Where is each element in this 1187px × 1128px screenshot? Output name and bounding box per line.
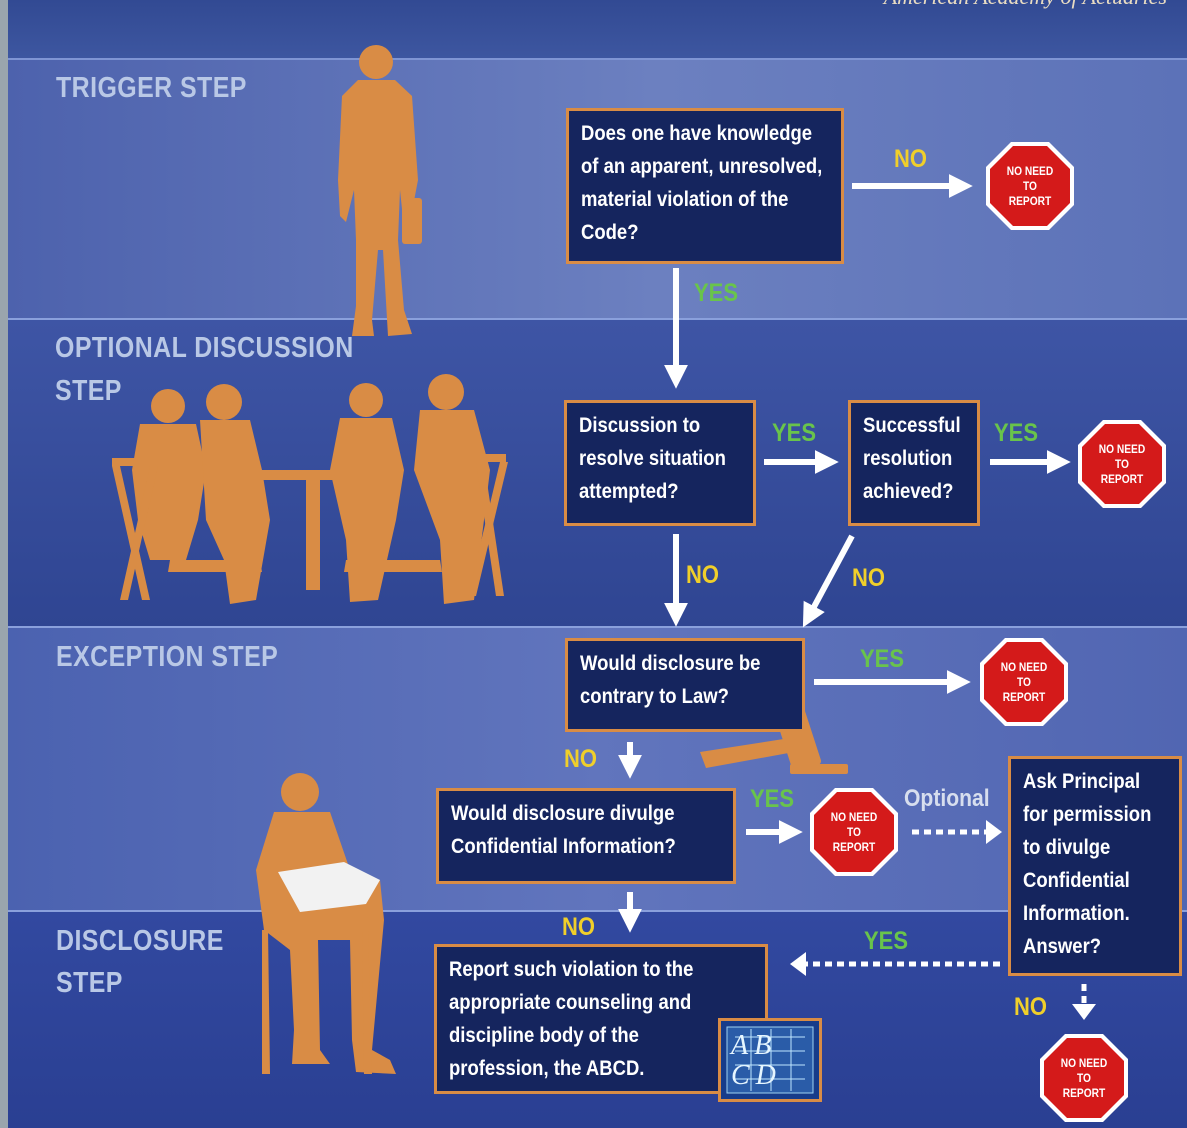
label-no-discussion: NO — [686, 561, 719, 589]
abcd-logo-graphic — [726, 1026, 814, 1094]
label-yes-law: YES — [860, 645, 905, 673]
law-question-box: Would disclosure be contrary to Law? — [565, 638, 805, 732]
report-action-text: Report such violation to the appropriate… — [449, 958, 694, 1080]
confidential-question-text: Would disclosure divulge Confidential In… — [451, 802, 676, 858]
label-no-permission: NO — [1014, 993, 1047, 1021]
discussion-question-box: Discussion to resolve situation attempte… — [564, 400, 756, 526]
label-no-knowledge: NO — [894, 145, 927, 173]
step-label-disclosure-line1: DISCLOSURE — [56, 925, 224, 957]
step-label-optional-line1: OPTIONAL DISCUSSION — [55, 332, 354, 364]
label-optional: Optional — [904, 785, 990, 812]
label-yes-discussion: YES — [772, 419, 817, 447]
stop-sign-icon — [980, 638, 1068, 726]
label-yes-resolution: YES — [994, 419, 1039, 447]
discussion-question-text: Discussion to resolve situation attempte… — [579, 414, 726, 503]
label-no-law: NO — [564, 745, 597, 773]
meeting-group-silhouette — [112, 374, 508, 604]
permission-question-text: Ask Principal for permission to divulge … — [1023, 770, 1152, 958]
stop-sign-4: NO NEED TO REPORT — [808, 786, 900, 878]
label-yes-permission: YES — [864, 927, 909, 955]
step-label-optional-line2: STEP — [55, 375, 122, 407]
label-yes-confidential: YES — [750, 785, 795, 813]
resolution-question-box: Successful resolution achieved? — [848, 400, 980, 526]
stop-sign-1: NO NEED TO REPORT — [984, 140, 1076, 232]
confidential-question-box: Would disclosure divulge Confidential In… — [436, 788, 736, 884]
stop-sign-text: NO NEED TO REPORT — [830, 810, 878, 854]
step-label-exception: EXCEPTION STEP — [56, 641, 279, 673]
stop-sign-text: NO NEED TO REPORT — [1006, 164, 1054, 208]
resolution-question-text: Successful resolution achieved? — [863, 414, 961, 503]
label-no-resolution: NO — [852, 564, 885, 592]
arrow-resolution-no — [802, 534, 855, 628]
stop-sign-text: NO NEED TO REPORT — [1060, 1056, 1108, 1100]
stop-sign-text: NO NEED TO REPORT — [1098, 442, 1146, 486]
stop-sign-icon — [986, 142, 1074, 230]
stop-sign-2: NO NEED TO REPORT — [1076, 418, 1168, 510]
knowledge-question-text: Does one have knowledge of an apparent, … — [581, 122, 823, 244]
header-strip — [8, 0, 1187, 58]
stop-sign-icon — [1078, 420, 1166, 508]
org-name: American Academy of Actuaries — [884, 0, 1167, 10]
step-label-trigger: TRIGGER STEP — [56, 72, 247, 104]
abcd-logo-letters: AB CD — [731, 1030, 782, 1091]
step-label-disclosure-line2: STEP — [56, 967, 123, 999]
law-question-text: Would disclosure be contrary to Law? — [580, 652, 761, 708]
stop-sign-3: NO NEED TO REPORT — [978, 636, 1070, 728]
report-action-box: Report such violation to the appropriate… — [434, 944, 768, 1094]
stop-sign-icon — [1040, 1034, 1128, 1122]
permission-question-box: Ask Principal for permission to divulge … — [1008, 756, 1182, 976]
stop-sign-5: NO NEED TO REPORT — [1038, 1032, 1130, 1124]
label-yes-knowledge: YES — [694, 279, 739, 307]
stop-sign-icon — [810, 788, 898, 876]
label-no-confidential: NO — [562, 913, 595, 941]
standing-man-silhouette — [338, 45, 422, 336]
knowledge-question-box: Does one have knowledge of an apparent, … — [566, 108, 844, 264]
abcd-logo: AB CD — [718, 1018, 822, 1102]
seated-reader-silhouette — [256, 773, 396, 1074]
stop-sign-text: NO NEED TO REPORT — [1000, 660, 1048, 704]
